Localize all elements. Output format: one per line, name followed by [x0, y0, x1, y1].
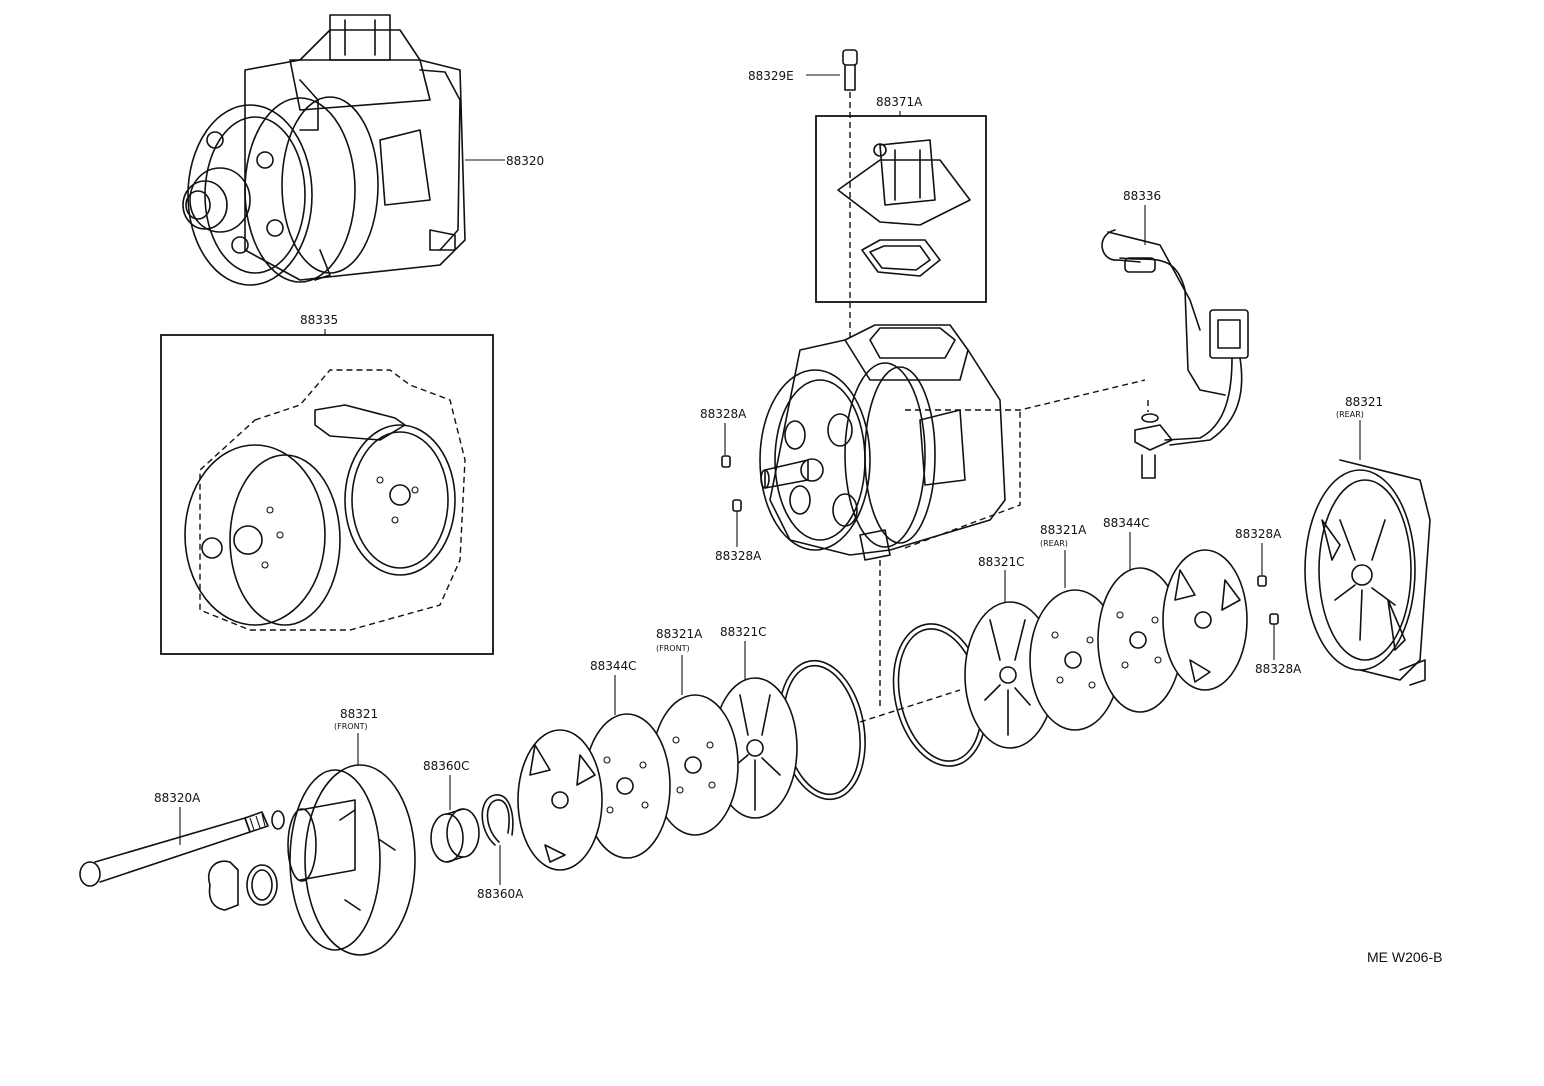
- pins-88328A-right: 88328A 88328A: [1235, 527, 1302, 676]
- compressor-housing: [759, 324, 1146, 723]
- shaft-seal-parts: [208, 810, 285, 911]
- gasket-kit-88335: 88335: [160, 313, 494, 655]
- label-88344C-2: 88344C: [590, 659, 637, 673]
- sensor-88336: 88336: [1101, 189, 1249, 479]
- label-88371A: 88371A: [876, 95, 923, 109]
- label-88329E: 88329E: [748, 69, 794, 83]
- label-88328A-3: 88328A: [1235, 527, 1282, 541]
- label-88328A-1: 88328A: [700, 407, 747, 421]
- label-88335: 88335: [300, 313, 338, 327]
- label-rear-2: (REAR): [1040, 539, 1068, 548]
- bolt-88329E: 88329E: [748, 49, 858, 340]
- compressor-assembly-88320: 88320: [182, 14, 544, 286]
- label-rear-1: (REAR): [1336, 410, 1364, 419]
- label-88320A: 88320A: [154, 791, 201, 805]
- snap-ring-88360A: 88360A: [477, 794, 524, 901]
- rear-plates: 88321C 88321A (REAR) 88344C: [892, 516, 1248, 767]
- bolt-88320A: 88320A: [79, 791, 269, 887]
- label-88360A: 88360A: [477, 887, 524, 901]
- pins-88328A-left: 88328A 88328A: [700, 407, 762, 563]
- label-88321A-rear: 88321A: [1040, 523, 1087, 537]
- label-88360C: 88360C: [423, 759, 470, 773]
- label-88320: 88320: [506, 154, 544, 168]
- front-plates: 88321C 88321A (FRONT) 88344C: [517, 625, 866, 871]
- label-88321C-2: 88321C: [720, 625, 767, 639]
- label-88321A-front: 88321A: [656, 627, 703, 641]
- seal-88360C: 88360C: [423, 759, 480, 863]
- label-88328A-2: 88328A: [715, 549, 762, 563]
- valve-kit-88371A: 88371A: [815, 95, 987, 303]
- label-88344C-1: 88344C: [1103, 516, 1150, 530]
- label-front-1: (FRONT): [656, 644, 690, 653]
- label-88321C-1: 88321C: [978, 555, 1025, 569]
- diagram-code: ME W206-B: [1367, 949, 1442, 965]
- front-housing-88321: 88321 (FRONT): [287, 707, 416, 956]
- label-88336: 88336: [1123, 189, 1161, 203]
- label-88321-rear: 88321: [1345, 395, 1383, 409]
- label-88321-front: 88321: [340, 707, 378, 721]
- label-88328A-4: 88328A: [1255, 662, 1302, 676]
- rear-housing-88321: 88321 (REAR): [1304, 395, 1431, 686]
- label-front-2: (FRONT): [334, 722, 368, 731]
